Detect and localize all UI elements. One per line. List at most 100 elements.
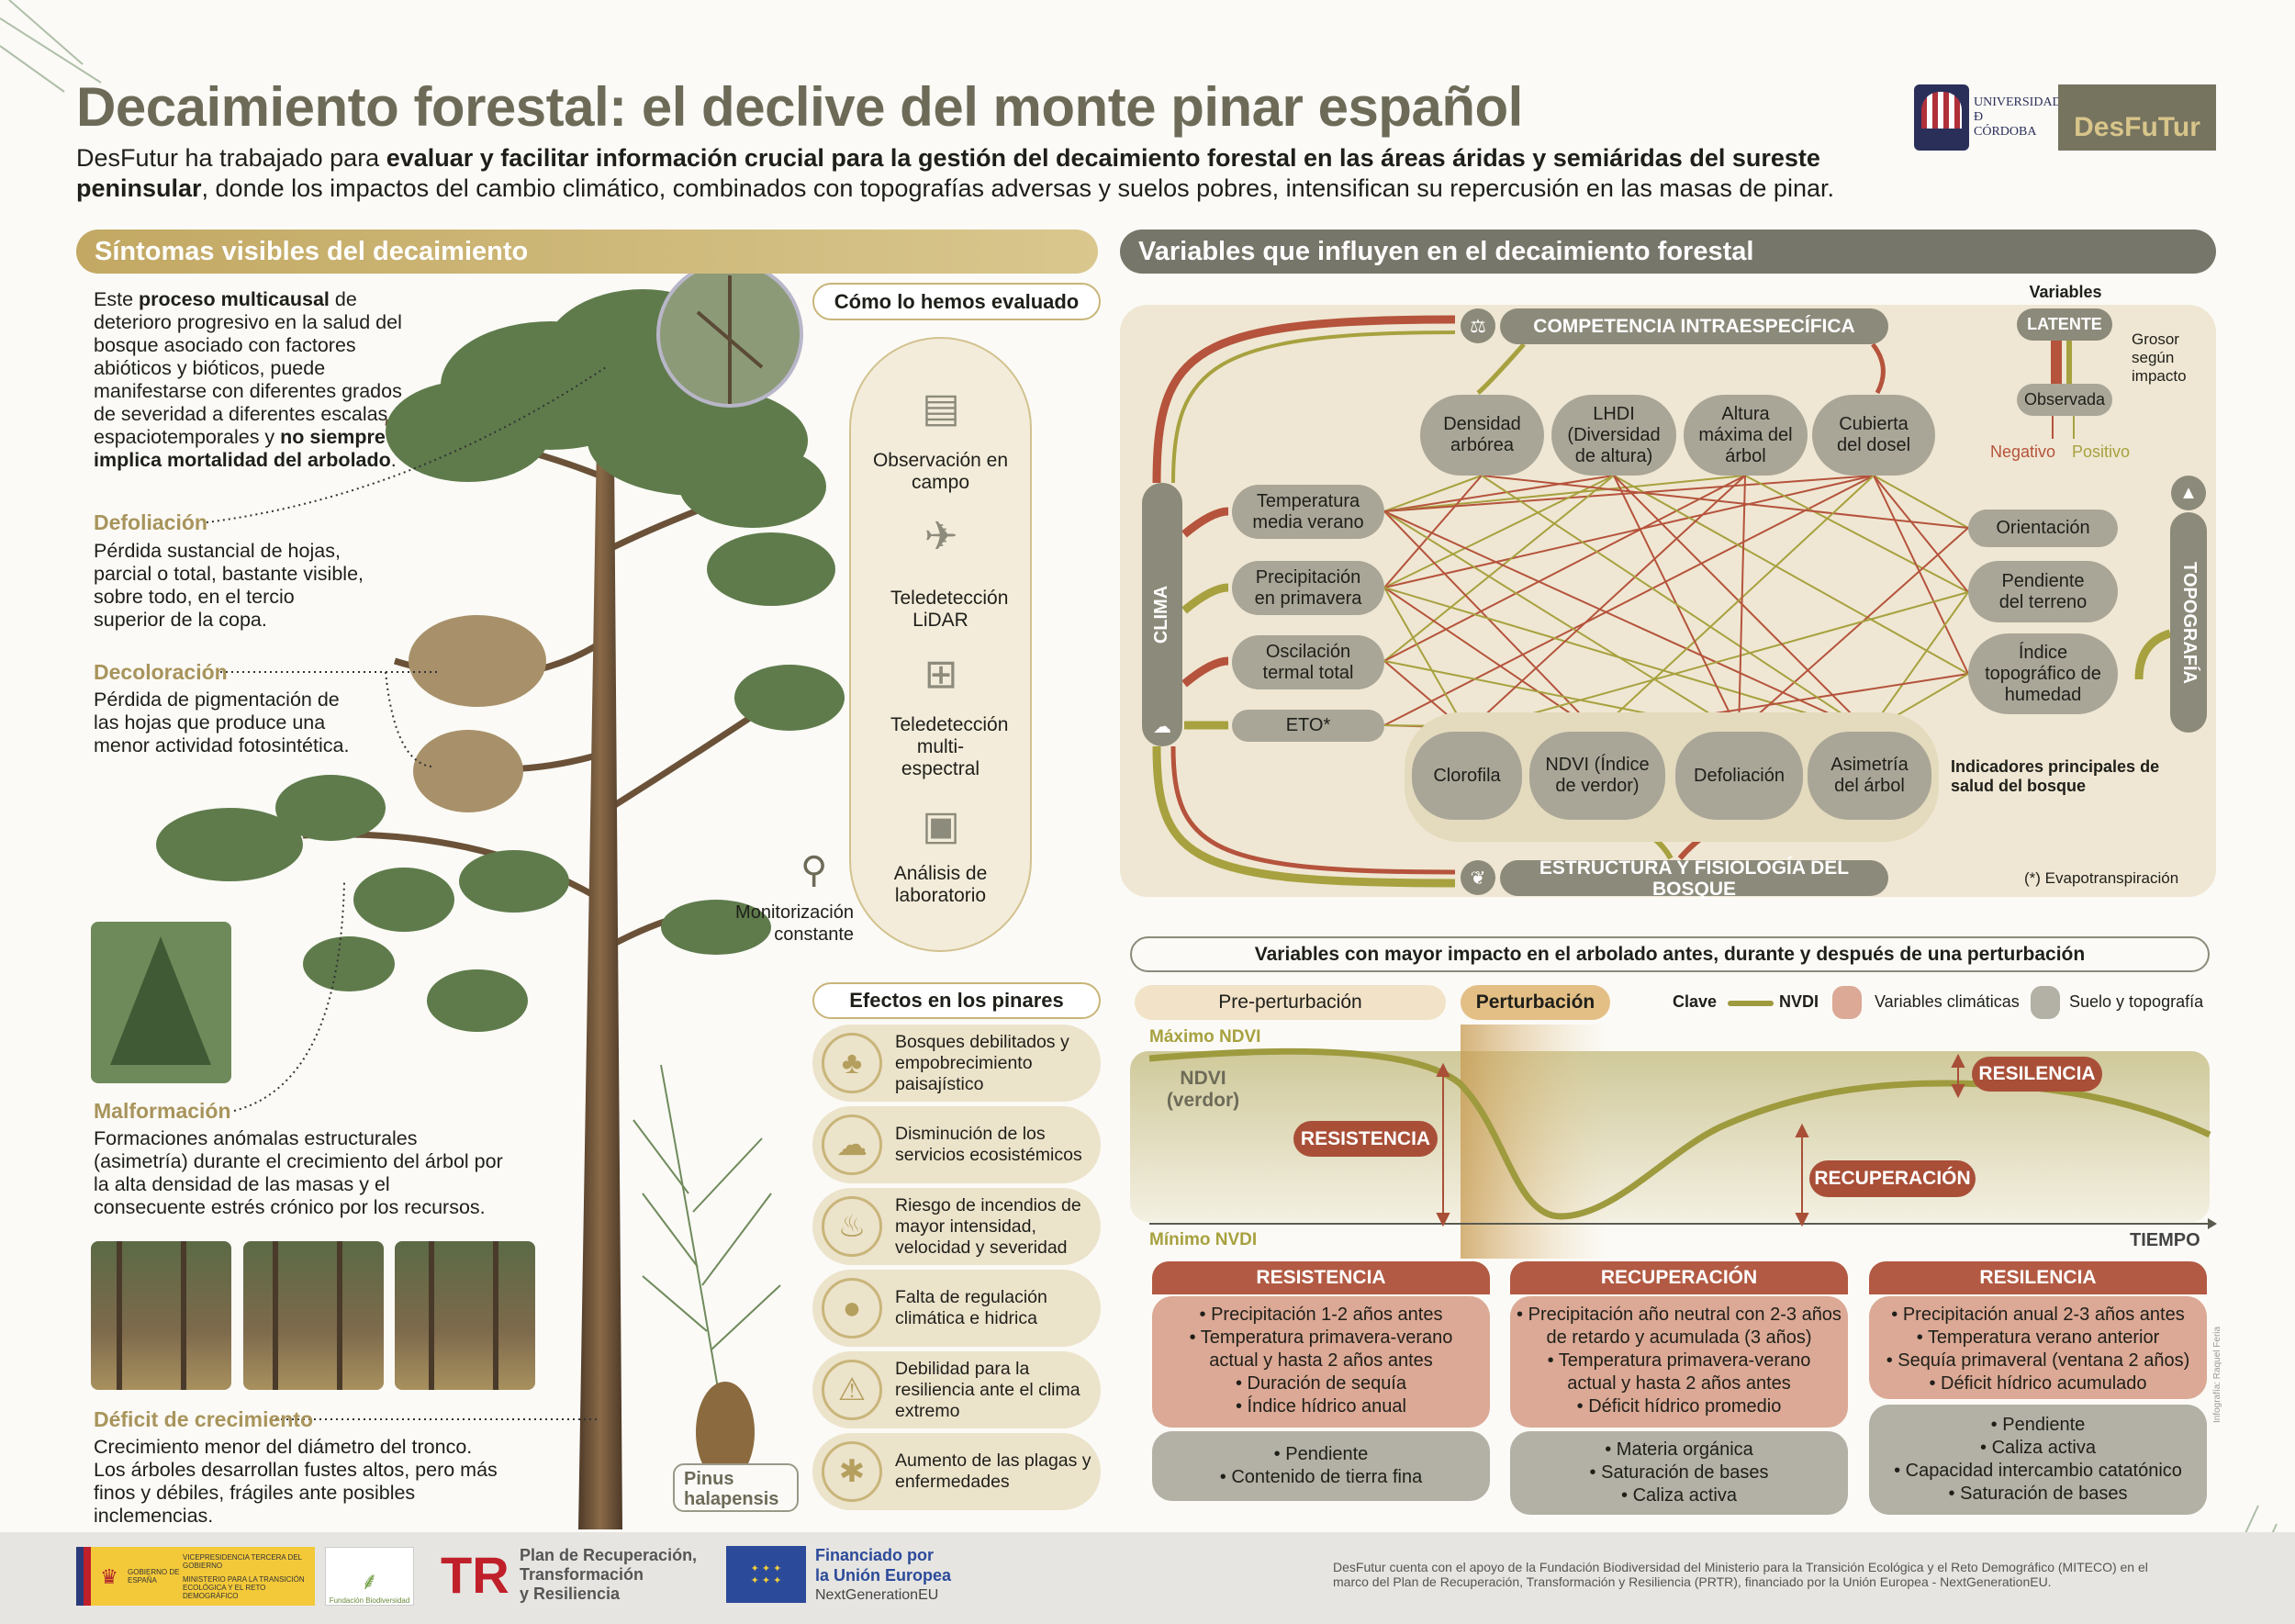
key-soil: Suelo y topografía	[2069, 992, 2204, 1011]
key-soil-swatch	[2031, 986, 2060, 1019]
lab-computer-icon: ▣	[922, 803, 960, 848]
section-header-variables: Variables que influyen en el decaimiento…	[1120, 230, 2216, 274]
legend-latent: LATENTE	[2017, 308, 2112, 341]
forest-photo	[91, 1241, 231, 1390]
node-max-height: Altura máxima del árbol	[1684, 395, 1808, 476]
table-header-resilience: RESILENCIA	[1869, 1261, 2207, 1294]
prtr-logo: TR	[441, 1546, 509, 1604]
resistance-badge: RESISTENCIA	[1293, 1121, 1438, 1157]
indicators-label: Indicadores principales de salud del bos…	[1951, 757, 2160, 795]
beetle-icon: ✱	[822, 1441, 882, 1502]
recovery-badge: RECUPERACIÓN	[1809, 1160, 1976, 1197]
latent-structure: ESTRUCTURA Y FISIOLOGÍA DEL BOSQUE	[1500, 857, 1888, 900]
fire-icon: ♨	[822, 1196, 882, 1257]
symptom-text: Pérdida de pigmentación de las hojas que…	[94, 689, 350, 756]
table-header-resistance: RESISTENCIA	[1152, 1261, 1490, 1294]
legend-observed: Observada	[2017, 384, 2112, 416]
section-header-symptoms: Síntomas visibles del decaimiento	[76, 230, 1098, 274]
node-spring-precipitation: Precipitación en primavera	[1232, 561, 1384, 615]
symptom-text: Pérdida sustancial de hojas, parcial o t…	[94, 540, 364, 631]
max-ndvi-label: Máximo NDVI	[1149, 1027, 1261, 1047]
satellite-icon: ⊞	[924, 652, 958, 697]
table-soil-recovery: • Materia orgánica• Saturación de bases•…	[1510, 1431, 1848, 1515]
phase-perturbation: Perturbación	[1461, 985, 1610, 1020]
footer-note: DesFutur cuenta con el apoyo de la Funda…	[1333, 1560, 2148, 1589]
impact-title: Variables con mayor impacto en el arbola…	[1130, 936, 2210, 972]
magnifier-icon: ⚲	[800, 850, 828, 890]
key-label: Clave	[1673, 992, 1718, 1011]
effect-item: ●Falta de regulación climática e hidrica	[812, 1270, 1101, 1347]
latent-topography: TOPOGRAFÍA	[2170, 512, 2207, 733]
subtitle-text: , donde los impactos del cambio climátic…	[201, 174, 1834, 202]
evaluation-column	[849, 337, 1032, 952]
node-ndvi: NDVI (Índice de verdor)	[1529, 732, 1665, 820]
eval-item: Teledetección multi-espectral	[890, 714, 1009, 779]
forest-photo	[395, 1241, 535, 1390]
resilience-badge: RESILENCIA	[1972, 1057, 2102, 1092]
pine-tree-illustration	[156, 261, 845, 1529]
time-axis-label: TIEMPO	[2130, 1230, 2200, 1250]
eval-item: Teledetección LiDAR	[890, 588, 1009, 631]
climate-icon: ☁	[1145, 709, 1180, 744]
evaluation-title: Cómo lo hemos evaluado	[812, 283, 1101, 320]
airplane-icon: ✈	[924, 514, 958, 559]
legend-negative-bar	[2051, 341, 2062, 394]
effect-item: ⚠Debilidad para la resiliencia ante el c…	[812, 1351, 1101, 1428]
effect-item: ✱Aumento de las plagas y enfermedades	[812, 1433, 1101, 1510]
forest-photo	[243, 1241, 384, 1390]
eval-item: Análisis de laboratorio	[893, 863, 988, 906]
footnote-eto: (*) Evapotranspiración	[2024, 869, 2179, 887]
mountain-icon: ▲	[2171, 476, 2206, 510]
node-orientation: Orientación	[1968, 510, 2118, 547]
key-ndvi-swatch	[1728, 1001, 1774, 1006]
node-defoliation: Defoliación	[1675, 732, 1803, 820]
effects-title: Efectos en los pinares	[812, 982, 1101, 1019]
eu-flag-icon: ✦ ✦ ✦✦ ✦ ✦	[726, 1546, 806, 1603]
node-thermal-oscillation: Oscilación termal total	[1232, 635, 1384, 689]
symptom-title-decoloration: Decoloración	[94, 660, 228, 684]
phase-pre-perturbation: Pre-perturbación	[1135, 985, 1446, 1020]
node-density: Densidad arbórea	[1420, 395, 1544, 476]
monitor-label: Monitorización constante	[735, 902, 854, 945]
latent-climate: CLIMA	[1142, 483, 1182, 746]
table-header-recovery: RECUPERACIÓN	[1510, 1261, 1848, 1294]
table-climate-recovery: • Precipitación año neutral con 2-3 años…	[1510, 1296, 1848, 1428]
subtitle-bold: evaluar y facilitar información crucial …	[76, 144, 1820, 202]
fundacion-biodiversidad-logo: ⸙Fundación Biodiversidad	[325, 1547, 414, 1606]
legend-thickness: Grosor según impacto	[2132, 330, 2187, 385]
node-chlorophyll: Clorofila	[1412, 732, 1522, 820]
legend-positive-bar	[2066, 341, 2072, 394]
table-soil-resistance: • Pendiente• Contenido de tierra fina	[1152, 1431, 1490, 1501]
eval-item: Observación en campo	[872, 450, 1009, 493]
measure-arrows	[1436, 1053, 1965, 1227]
ndvi-axis-label: NDVI (verdor)	[1166, 1068, 1240, 1111]
legend-title: Variables	[2029, 283, 2102, 301]
table-climate-resilience: • Precipitación anual 2-3 años antes• Te…	[1869, 1296, 2207, 1399]
node-eto: ETO*	[1232, 710, 1384, 742]
legend-negative: Negativo	[1990, 442, 2056, 461]
key-climate-swatch	[1832, 986, 1862, 1019]
forest-cycle-icon: ♣	[822, 1033, 882, 1093]
node-canopy: Cubierta del dosel	[1812, 395, 1935, 476]
symptom-title-growth-deficit: Déficit de crecimiento	[94, 1407, 314, 1431]
node-asymmetry: Asimetría del árbol	[1808, 732, 1931, 820]
leaf-icon: ❦	[1461, 860, 1495, 895]
credit: Infografía: Raquel Feria	[2212, 1326, 2222, 1423]
effect-item: ♨Riesgo de incendios de mayor intensidad…	[812, 1188, 1101, 1265]
water-drop-icon: ●	[822, 1278, 882, 1338]
key-ndvi: NVDI	[1779, 992, 1819, 1011]
competition-icon: ⚖	[1461, 308, 1495, 343]
uco-shield-logo	[1914, 84, 1969, 151]
effect-item: ☁Disminución de los servicios ecosistémi…	[812, 1106, 1101, 1183]
page-title: Decaimiento forestal: el declive del mon…	[76, 76, 1523, 138]
min-ndvi-label: Mínimo NVDI	[1149, 1230, 1258, 1249]
perturbation-band	[1461, 1025, 1607, 1259]
key-climate: Variables climáticas	[1875, 992, 2020, 1011]
climate-warning-icon: ⚠	[822, 1360, 882, 1420]
symptom-title-defoliation: Defoliación	[94, 510, 207, 534]
ecosystem-services-icon: ☁	[822, 1114, 882, 1175]
